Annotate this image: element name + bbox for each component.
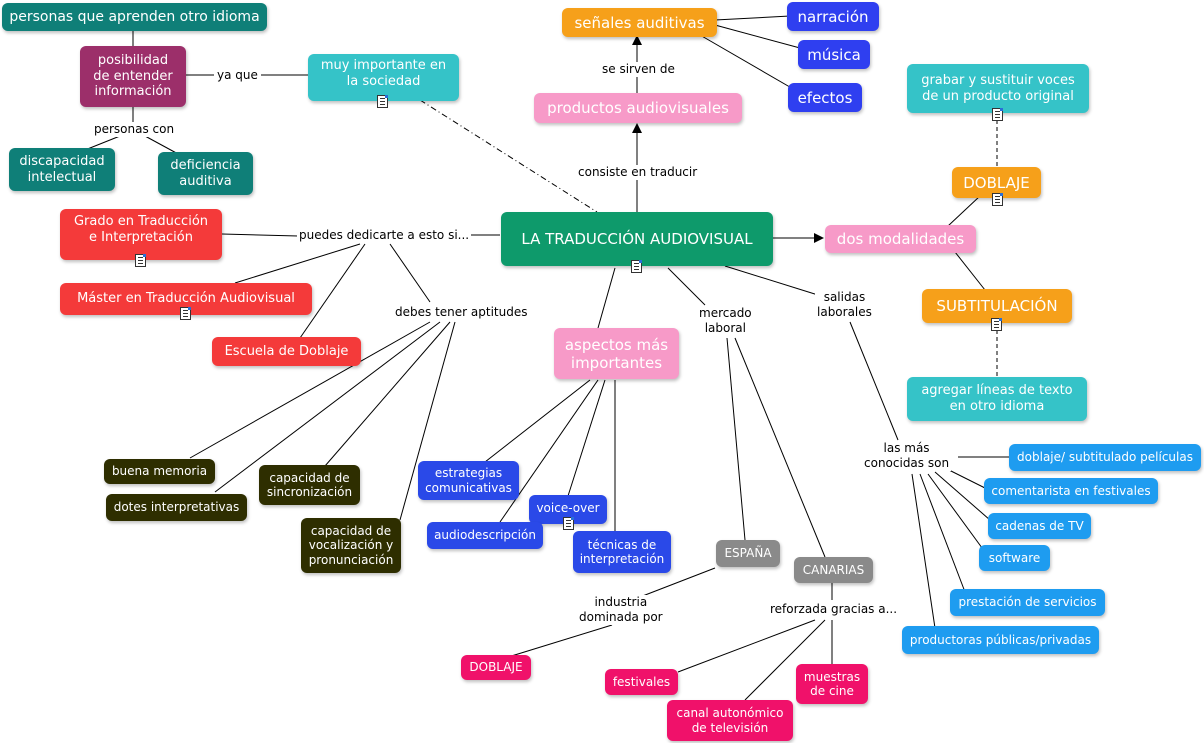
concept-festivales[interactable]: festivales <box>605 669 678 695</box>
concept-cadenas[interactable]: cadenas de TV <box>988 513 1091 539</box>
link-ya-que: ya que <box>214 68 261 83</box>
concept-productoras[interactable]: productoras públicas/privadas <box>902 626 1099 654</box>
concept-agregar[interactable]: agregar líneas de texto en otro idioma <box>907 377 1087 421</box>
concept-posibilidad[interactable]: posibilidad de entender información <box>80 46 186 107</box>
concept-label: doblaje/ subtitulado películas <box>1017 450 1193 465</box>
concept-label: prestación de servicios <box>958 595 1097 610</box>
concept-label: narración <box>797 7 869 26</box>
concept-label: Escuela de Doblaje <box>224 343 349 359</box>
concept-productos[interactable]: productos audiovisuales <box>534 93 742 123</box>
concept-label: técnicas de interpretación <box>579 537 665 566</box>
concept-canal[interactable]: canal autonómico de televisión <box>667 700 793 741</box>
document-icon[interactable] <box>631 260 642 273</box>
concept-label: DOBLAJE <box>963 173 1030 192</box>
link-reforzada-gracias: reforzada gracias a... <box>768 602 900 617</box>
concept-label: Grado en Traducción e Interpretación <box>73 214 209 245</box>
concept-label: capacidad de sincronización <box>266 470 353 499</box>
document-icon[interactable] <box>992 108 1003 121</box>
concept-label: buena memoria <box>111 464 208 479</box>
document-icon[interactable] <box>563 517 574 530</box>
concept-label: software <box>988 550 1041 565</box>
concept-doblaje[interactable]: DOBLAJE <box>952 167 1041 198</box>
concept-label: CANARIAS <box>802 562 865 577</box>
link-consiste-en-traducir: consiste en traducir <box>576 165 700 180</box>
concept-software[interactable]: software <box>979 545 1050 571</box>
concept-label: señales auditivas <box>574 13 705 32</box>
document-icon[interactable] <box>135 254 146 267</box>
document-icon[interactable] <box>992 193 1003 206</box>
link-industria-dominada: industria dominada por <box>577 595 665 625</box>
concept-grabar[interactable]: grabar y sustituir voces de un producto … <box>907 64 1089 113</box>
concept-canarias[interactable]: CANARIAS <box>794 557 873 583</box>
concept-label: deficiencia auditiva <box>170 157 241 189</box>
concept-dos-modalidades[interactable]: dos modalidades <box>825 225 976 253</box>
concept-grado[interactable]: Grado en Traducción e Interpretación <box>60 209 222 260</box>
link-salidas-laborales: salidas laborales <box>815 290 874 320</box>
concept-muestras[interactable]: muestras de cine <box>796 664 868 704</box>
concept-label: comentarista en festivales <box>991 483 1151 498</box>
concept-senales-auditivas[interactable]: señales auditivas <box>562 8 717 37</box>
link-se-sirven-de: se sirven de <box>598 62 679 77</box>
concept-subtitulacion[interactable]: SUBTITULACIÓN <box>922 289 1072 323</box>
concept-efectos[interactable]: efectos <box>788 83 862 112</box>
concept-label: muestras de cine <box>803 669 861 698</box>
document-icon[interactable] <box>377 95 388 108</box>
concept-label: SUBTITULACIÓN <box>936 297 1058 315</box>
concept-label: productoras públicas/privadas <box>909 632 1092 647</box>
link-las-mas-conocidas: las más conocidas son <box>862 441 952 471</box>
concept-label: discapacidad intelectual <box>19 153 105 185</box>
concept-doblaje-subtitulado[interactable]: doblaje/ subtitulado películas <box>1009 444 1201 471</box>
concept-label: aspectos más importantes <box>564 335 669 372</box>
concept-label: LA TRADUCCIÓN AUDIOVISUAL <box>521 230 753 248</box>
concept-audiodescripcion[interactable]: audiodescripción <box>427 522 543 549</box>
concept-deficiencia[interactable]: deficiencia auditiva <box>158 152 253 195</box>
link-personas-con: personas con <box>92 122 177 137</box>
concept-comentarista[interactable]: comentarista en festivales <box>984 478 1158 504</box>
concept-label: efectos <box>797 88 853 107</box>
concept-main[interactable]: LA TRADUCCIÓN AUDIOVISUAL <box>501 212 773 266</box>
concept-label: dotes interpretativas <box>113 500 240 515</box>
concept-label: voice-over <box>536 501 600 515</box>
concept-personas-idioma[interactable]: personas que aprenden otro idioma <box>2 3 267 31</box>
concept-label: Máster en Traducción Audiovisual <box>77 291 295 307</box>
concept-estrategias[interactable]: estrategias comunicativas <box>418 461 519 500</box>
concept-label: canal autonómico de televisión <box>676 706 784 735</box>
concept-label: DOBLAJE <box>469 660 523 675</box>
document-icon[interactable] <box>991 318 1002 331</box>
concept-label: festivales <box>612 674 671 689</box>
concept-discapacidad[interactable]: discapacidad intelectual <box>9 148 115 191</box>
concept-label: agregar líneas de texto en otro idioma <box>921 383 1073 414</box>
concept-buena-memoria[interactable]: buena memoria <box>104 459 215 484</box>
concept-label: música <box>807 45 861 64</box>
link-mercado-laboral: mercado laboral <box>697 306 754 336</box>
concept-musica[interactable]: música <box>798 40 870 69</box>
concept-aspectos[interactable]: aspectos más importantes <box>554 328 679 379</box>
concept-label: ESPAÑA <box>724 546 772 561</box>
concept-dotes[interactable]: dotes interpretativas <box>106 494 247 521</box>
link-debes-tener: debes tener aptitudes <box>393 305 530 320</box>
concept-label: muy importante en la sociedad <box>320 58 447 89</box>
concept-sincronizacion[interactable]: capacidad de sincronización <box>259 465 360 505</box>
concept-label: capacidad de vocalización y pronunciació… <box>308 523 394 567</box>
concept-doblaje-industria[interactable]: DOBLAJE <box>461 655 531 680</box>
concept-prestacion[interactable]: prestación de servicios <box>950 589 1105 616</box>
concept-label: personas que aprenden otro idioma <box>9 8 260 25</box>
link-puedes-dedicarte: puedes dedicarte a esto si... <box>297 228 472 243</box>
concept-label: audiodescripción <box>434 528 536 543</box>
concept-label: grabar y sustituir voces de un producto … <box>921 72 1075 104</box>
document-icon[interactable] <box>180 307 191 320</box>
concept-muy-importante[interactable]: muy importante en la sociedad <box>308 54 459 101</box>
concept-label: posibilidad de entender información <box>93 53 173 100</box>
concept-narracion[interactable]: narración <box>787 2 879 31</box>
concept-label: productos audiovisuales <box>547 99 729 117</box>
concept-label: dos modalidades <box>836 230 965 248</box>
concept-tecnicas[interactable]: técnicas de interpretación <box>573 531 671 573</box>
concept-vocalizacion[interactable]: capacidad de vocalización y pronunciació… <box>301 518 401 573</box>
concept-voice-over[interactable]: voice-over <box>529 495 607 524</box>
concept-espana[interactable]: ESPAÑA <box>716 540 780 567</box>
concept-escuela[interactable]: Escuela de Doblaje <box>212 337 361 366</box>
concept-label: estrategias comunicativas <box>425 466 512 495</box>
concept-label: cadenas de TV <box>995 518 1084 533</box>
